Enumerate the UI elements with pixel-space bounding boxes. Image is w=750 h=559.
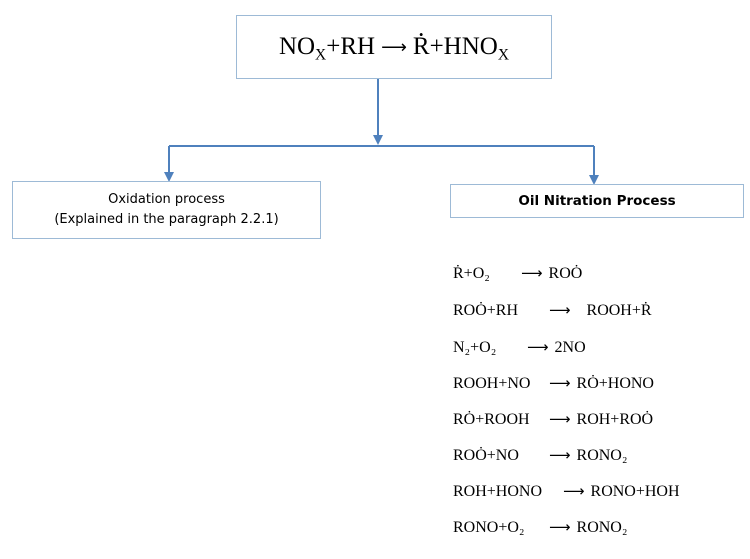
oil-nitration-process-title: Oil Nitration Process <box>518 193 676 209</box>
oil-nitration-process-box: Oil Nitration Process <box>450 184 744 218</box>
reaction-products: RȮ+HONO <box>576 375 654 392</box>
reaction-products: RONO₂ <box>576 519 628 536</box>
reaction-arrow-icon: ⟶ <box>549 446 571 464</box>
reaction-reactants: RONO+O₂ <box>453 519 525 536</box>
general-reaction-products: R+HNOX <box>413 33 509 63</box>
reaction-row: ROOH+NO ⟶ RȮ+HONO <box>453 372 654 394</box>
reaction-products: 2NO <box>554 339 586 356</box>
reaction-reactants: RȮ+ROOH <box>453 411 530 428</box>
reaction-arrow-icon: ⟶ <box>549 301 571 319</box>
reaction-arrow-icon: ⟶ <box>527 338 549 356</box>
oxidation-process-box: Oxidation process (Explained in the para… <box>12 181 321 239</box>
oxidation-process-reference: (Explained in the paragraph 2.2.1) <box>54 212 279 227</box>
reaction-reactants: ROOH+NO <box>453 375 531 392</box>
reaction-products: ROOH+Ṙ <box>586 302 652 319</box>
reaction-products: ROȮ <box>548 265 583 282</box>
oxidation-process-title: Oxidation process <box>108 192 225 207</box>
reaction-arrow-icon: ⟶ <box>521 264 543 282</box>
reaction-row: ROH+HONO ⟶ RONO+HOH <box>453 480 680 502</box>
general-reaction-reactants: NOX+RH <box>278 33 376 64</box>
reaction-arrow-icon: ⟶ <box>549 410 571 428</box>
reaction-products: ROH+ROȮ <box>576 411 654 428</box>
reaction-reactants: ROȮ+RH <box>453 302 519 319</box>
reaction-reactants: Ṙ+O₂ <box>453 265 490 282</box>
reaction-row: RONO+O₂ ⟶ RONO₂ <box>453 516 627 538</box>
reaction-row: Ṙ+O₂ ⟶ ROȮ <box>453 262 582 284</box>
reaction-products: RONO₂ <box>576 447 628 464</box>
reaction-reactants: N₂+O₂ <box>453 339 497 356</box>
reaction-reactants: ROH+HONO <box>453 483 543 500</box>
reaction-arrow-icon: ⟶ <box>381 36 407 58</box>
reaction-row: ROȮ+RH ⟶ ROOH+Ṙ <box>453 299 652 321</box>
reaction-products: RONO+HOH <box>590 483 680 500</box>
reaction-reactants: ROȮ+NO <box>453 447 519 464</box>
reaction-arrow-icon: ⟶ <box>549 374 571 392</box>
reaction-arrow-icon: ⟶ <box>563 482 585 500</box>
reaction-arrow-icon: ⟶ <box>549 518 571 536</box>
general-reaction-box: NOX+RH ⟶ R+HNOX <box>236 15 552 79</box>
reaction-row: N₂+O₂ ⟶ 2NO <box>453 336 586 358</box>
reaction-row: RȮ+ROOH ⟶ ROH+ROȮ <box>453 408 653 430</box>
reaction-row: ROȮ+NO ⟶ RONO₂ <box>453 444 627 466</box>
